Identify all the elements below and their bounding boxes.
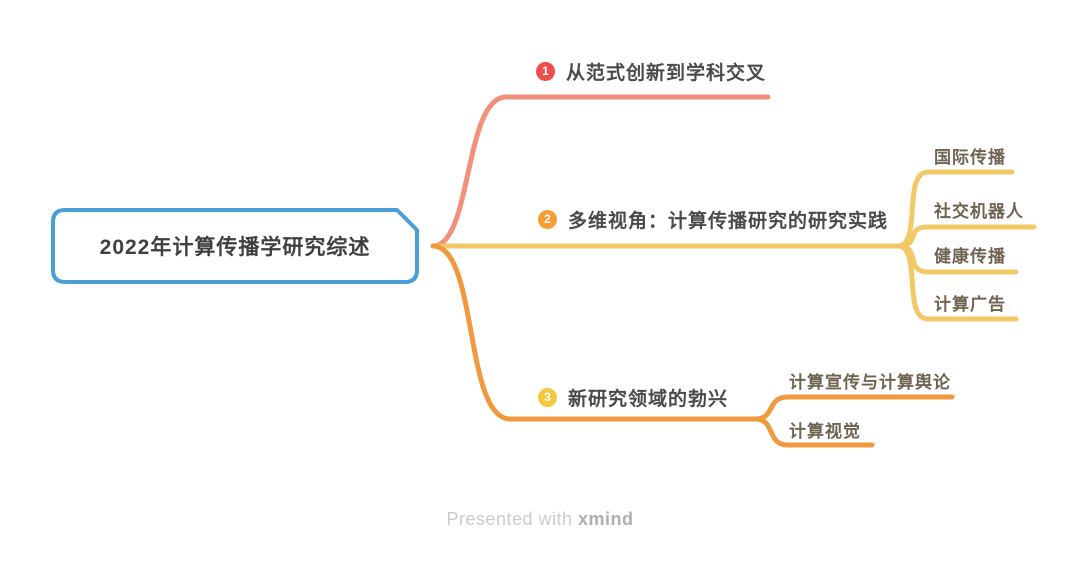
branch1-label: 从范式创新到学科交叉	[566, 62, 767, 84]
branch1-number-badge: 1	[536, 61, 555, 81]
branch2-child4-connector-line	[895, 243, 1019, 322]
branch-topic-1[interactable]: 1 从范式创新到学科交叉	[536, 57, 766, 85]
branch2-number-badge: 2	[538, 209, 557, 229]
xmind-brand: xmind	[578, 509, 634, 529]
subtopic-jiankang-chuanbo[interactable]: 健康传播	[934, 243, 1006, 266]
branch3-connector-line	[430, 243, 758, 422]
branch1-connector-line	[430, 94, 771, 249]
watermark-prefix: Presented with	[446, 509, 573, 529]
branch-topic-2[interactable]: 2 多维视角：计算传播研究的研究实践	[538, 205, 888, 233]
branch3-label: 新研究领域的勃兴	[568, 388, 729, 410]
subtopic-label: 计算广告	[934, 294, 1006, 314]
branch2-label: 多维视角：计算传播研究的研究实践	[568, 210, 889, 232]
branch-topic-3[interactable]: 3 新研究领域的勃兴	[538, 383, 728, 411]
subtopic-label: 计算宣传与计算舆论	[789, 372, 951, 392]
root-topic-shape[interactable]	[51, 208, 419, 284]
root-topic[interactable]: 2022年计算传播学研究综述	[53, 210, 417, 282]
subtopic-label: 计算视觉	[789, 421, 861, 441]
branch2-child1-connector-line	[895, 169, 1015, 249]
subtopic-guoji-chuanbo[interactable]: 国际传播	[934, 144, 1006, 167]
subtopic-shejiao-jiqiren[interactable]: 社交机器人	[934, 198, 1024, 221]
branch3-number-badge: 3	[538, 387, 557, 407]
subtopic-jisuan-shijue[interactable]: 计算视觉	[789, 418, 861, 441]
subtopic-label: 健康传播	[934, 246, 1006, 266]
subtopic-label: 国际传播	[934, 147, 1006, 167]
subtopic-jisuan-guanggao[interactable]: 计算广告	[934, 291, 1006, 314]
watermark: Presented with xmind	[0, 509, 1080, 530]
branch3-child2-connector-line	[752, 416, 875, 448]
subtopic-label: 社交机器人	[934, 201, 1024, 221]
subtopic-jisuan-xuanchuan-yulun[interactable]: 计算宣传与计算舆论	[789, 369, 951, 392]
root-topic-label: 2022年计算传播学研究综述	[99, 236, 371, 259]
